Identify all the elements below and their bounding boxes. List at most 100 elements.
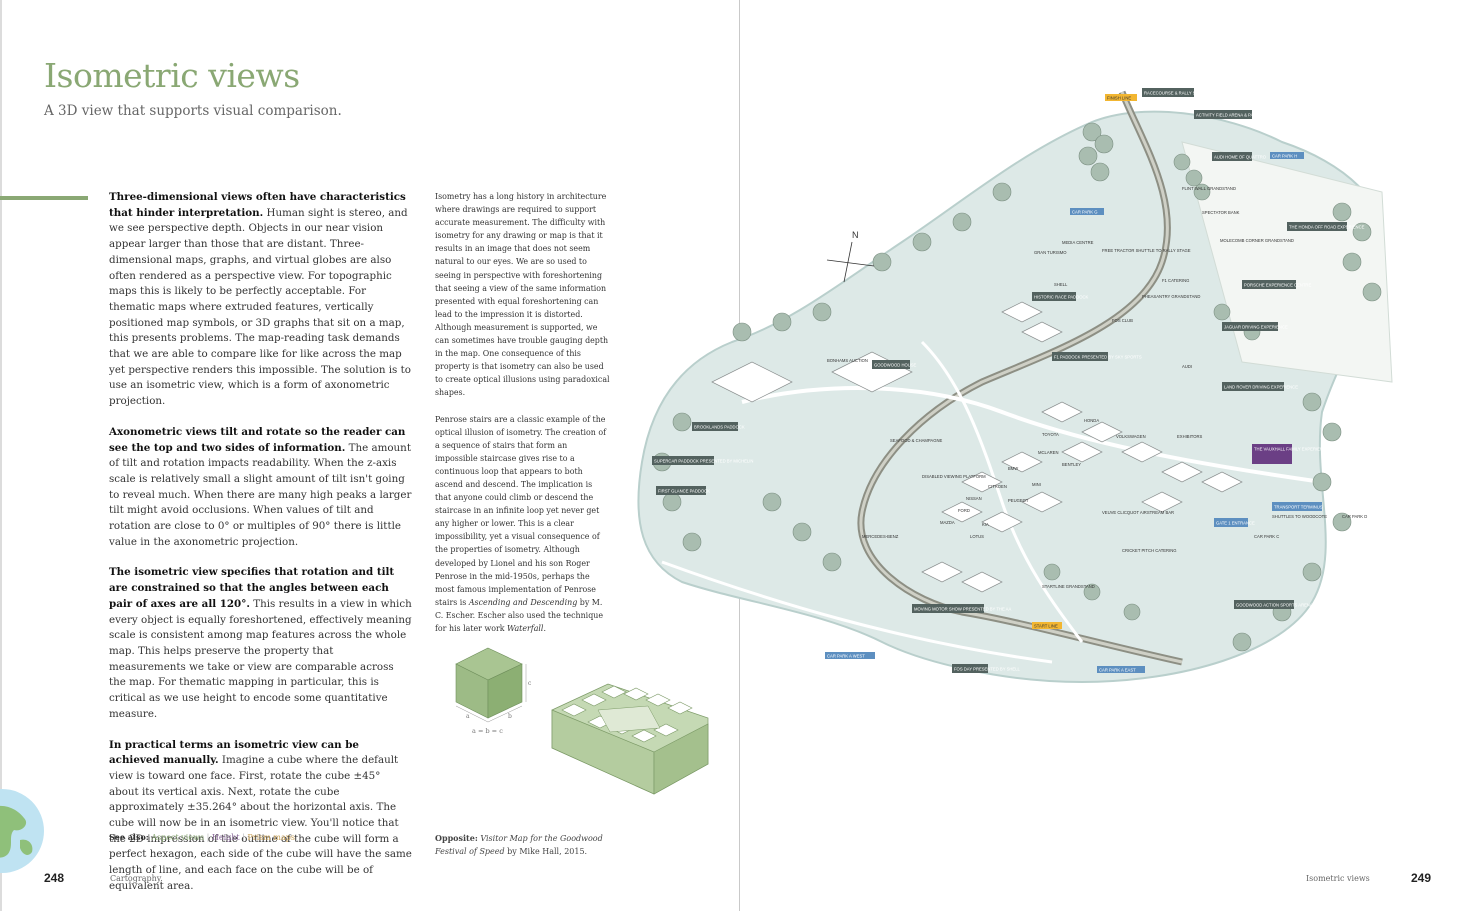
map-label: MOLECOMB CORNER GRANDSTAND xyxy=(1220,238,1294,243)
running-head-right: Isometric views xyxy=(1306,874,1370,883)
map-label: BROOKLANDS PADDOCK xyxy=(694,425,745,430)
globe-icon xyxy=(0,789,44,873)
map-label: F1 PADDOCK PRESENTED BY SKY SPORTS xyxy=(1054,355,1142,360)
paragraph: The isometric view specifies that rotati… xyxy=(109,565,413,722)
map-label: CAR PARK H xyxy=(1272,154,1297,159)
map-label: ACTIVITY FIELD ARENA & PADDOCK xyxy=(1196,113,1269,118)
map-label: PHEASANTRY GRANDSTAND xyxy=(1142,294,1200,299)
paragraph: Three-dimensional views often have chara… xyxy=(109,190,413,410)
map-label: FOS DAY PRESENTED BY SHELL xyxy=(954,667,1021,672)
map-label: LAND ROVER DRIVING EXPERIENCE xyxy=(1224,385,1298,390)
map-label: GATE 1 ENTRANCE xyxy=(1216,521,1255,526)
paragraph-text: Imagine a cube where the default view is… xyxy=(109,754,412,892)
map-label: BONHAMS AUCTION xyxy=(827,358,868,363)
map-label: EXHIBITORS xyxy=(1177,434,1202,439)
figure-caption: Opposite: Visitor Map for the Goodwood F… xyxy=(435,832,605,858)
map-label: SPECTATOR BANK xyxy=(1202,210,1240,215)
accent-bar xyxy=(0,196,88,200)
artwork-title: Waterfall xyxy=(507,624,544,633)
map-label: DISABLED VIEWING PLATFORM xyxy=(922,474,986,479)
body-column-2: Isometry has a long history in architect… xyxy=(435,190,610,648)
map-label: MERCEDES-BENZ xyxy=(862,534,899,539)
map-label: GRAN TURISMO xyxy=(1034,250,1067,255)
caption-title: Visitor Map for the Goodwood Festival of… xyxy=(435,834,603,856)
lead-in: The isometric view specifies that rotati… xyxy=(109,566,395,610)
see-also-link-prism-maps[interactable]: Prism maps xyxy=(247,833,296,842)
map-label: RACECOURSE & RALLY STAGE xyxy=(1144,91,1207,96)
paragraph: Penrose stairs are a classic example of … xyxy=(435,413,610,636)
page-number-right: 249 xyxy=(1411,871,1432,885)
see-also-link-height[interactable]: Height xyxy=(211,833,240,842)
map-label: CAR PARK G xyxy=(1072,210,1098,215)
paragraph-text: This results in a view in which every ob… xyxy=(109,597,412,720)
map-label: HONDA xyxy=(1084,418,1099,423)
map-label: CITROEN xyxy=(988,484,1007,489)
paragraph-text: Penrose stairs are a classic example of … xyxy=(435,414,607,607)
map-label: FINISH LINE xyxy=(1107,96,1131,101)
map-label: F1 CATERING xyxy=(1162,278,1189,283)
map-label: MCLAREN xyxy=(1038,450,1058,455)
map-label: CAR PARK D xyxy=(1342,514,1367,519)
lead-in: Axonometric views tilt and rotate so the… xyxy=(109,425,406,454)
north-arrow: N xyxy=(826,230,875,283)
paragraph: In practical terms an isometric view can… xyxy=(109,738,413,895)
map-label: CRICKET PITCH CATERING xyxy=(1122,548,1177,553)
see-also: See also: Aspect views | Height | Prism … xyxy=(109,832,296,842)
cube-label-c: c xyxy=(528,680,532,687)
penrose-stairs-figure xyxy=(551,683,709,795)
map-label: SUPERCAR PADDOCK PRESENTED BY MICHELIN xyxy=(654,459,753,464)
isometric-visitor-map: N FINISH LINE RACECOURSE & RALLY STAGE A… xyxy=(637,88,1393,684)
running-head-left: Cartography. xyxy=(110,874,163,883)
cube-right-face xyxy=(487,663,523,719)
map-label: HISTORIC RACE PADDOCK xyxy=(1034,295,1088,300)
page-title: Isometric views xyxy=(44,56,300,95)
map-label: MAZDA xyxy=(940,520,955,525)
map-label: SEAFOOD & CHAMPAGNE xyxy=(890,438,942,443)
cube-label-b: b xyxy=(508,713,512,720)
cube-caption: a = b = c xyxy=(472,727,503,735)
map-label: MOVING MOTOR SHOW PRESENTED BY THE AA xyxy=(914,607,1011,612)
see-also-label: See also: xyxy=(109,832,149,842)
map-label: LOTUS xyxy=(970,534,984,539)
map-label: MEDIA CENTRE xyxy=(1062,240,1094,245)
map-label: VEUVE CLICQUOT AIRSTREAM BAR xyxy=(1102,510,1174,515)
map-label: BMW xyxy=(1008,466,1018,471)
paragraph: Isometry has a long history in architect… xyxy=(435,192,610,398)
map-label: THE HONDA OFF ROAD EXPERIENCE xyxy=(1289,225,1365,230)
map-label: CAR PARK A EAST xyxy=(1099,668,1136,673)
map-label: GOODWOOD ACTION SPORTS ARENA xyxy=(1236,603,1313,608)
map-label: FORD xyxy=(958,508,970,513)
map-label: MINI xyxy=(1032,482,1041,487)
map-label: PORSCHE EXPERIENCE CENTRE xyxy=(1244,283,1311,288)
see-also-link-aspect-views[interactable]: Aspect views xyxy=(151,833,205,842)
lead-in: Three-dimensional views often have chara… xyxy=(109,191,406,219)
map-label: SHELL xyxy=(1054,282,1068,287)
map-label: FOS CLUB xyxy=(1112,318,1133,323)
map-label: CAR PARK A WEST xyxy=(827,654,865,659)
map-label: JAGUAR DRIVING EXPERIENCE xyxy=(1224,325,1288,330)
map-label: NISSAN xyxy=(966,496,982,501)
page-subtitle: A 3D view that supports visual compariso… xyxy=(44,103,342,119)
map-label: PEUGEOT xyxy=(1008,498,1029,503)
map-label: FLINT WALL GRANDSTAND xyxy=(1182,186,1236,191)
map-labels: FINISH LINE RACECOURSE & RALLY STAGE ACT… xyxy=(652,88,1365,673)
tree-clusters xyxy=(652,122,1382,652)
page-number-left: 248 xyxy=(44,871,65,885)
map-label: AUDI xyxy=(1182,364,1192,369)
isometric-cube-figure: a b c a = b = c xyxy=(455,647,532,735)
paragraph-text: Human sight is stereo, and we see perspe… xyxy=(109,206,411,408)
map-label: VOLKSWAGEN xyxy=(1116,434,1146,439)
map-label: FREE TRACTOR SHUTTLE TO RALLY STAGE xyxy=(1102,248,1191,253)
stairs-steps xyxy=(561,685,693,743)
map-label: SHUTTLES TO WOODCOTE xyxy=(1272,514,1327,519)
map-label: STARTLINE GRANDSTAND xyxy=(1042,584,1095,589)
cube-label-a: a xyxy=(466,713,470,720)
map-label: FIRST GLANCE PADDOCK xyxy=(658,489,710,494)
map-label: BENTLEY xyxy=(1062,462,1081,467)
map-label: CAR PARK C xyxy=(1254,534,1279,539)
page-edge xyxy=(0,0,2,911)
map-label: TOYOTA xyxy=(1042,432,1059,437)
artwork-title: Ascending and Descending xyxy=(468,597,578,607)
body-column-1: Three-dimensional views often have chara… xyxy=(109,190,413,910)
lead-in: In practical terms an isometric view can… xyxy=(109,738,359,767)
